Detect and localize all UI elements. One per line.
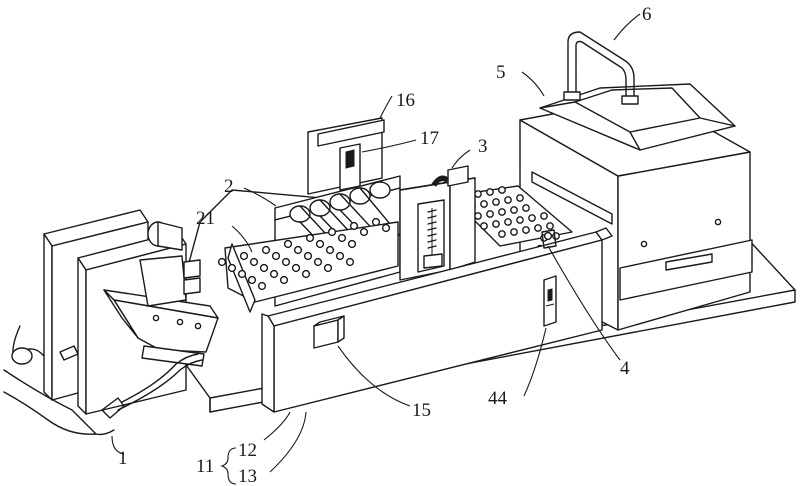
leader-5	[522, 72, 544, 96]
label-21: 21	[196, 208, 215, 229]
leader-13	[270, 412, 306, 472]
label-11: 11	[196, 456, 214, 477]
label-13: 13	[238, 466, 257, 486]
label-17: 17	[420, 128, 439, 149]
label-2: 2	[224, 176, 234, 197]
leader-6	[614, 14, 640, 40]
label-6: 6	[642, 4, 652, 25]
label-1: 1	[118, 448, 128, 469]
label-15: 15	[412, 400, 431, 421]
label-16: 16	[396, 90, 415, 111]
label-44: 44	[488, 388, 508, 409]
label-12: 12	[238, 440, 257, 461]
leader-3	[452, 150, 470, 168]
leader-12	[264, 412, 290, 440]
label-5: 5	[496, 62, 506, 83]
brace-11	[222, 448, 236, 484]
feed-frame-1	[4, 210, 218, 435]
leader-16	[380, 96, 392, 118]
lift-assembly-3	[400, 166, 475, 280]
label-4: 4	[620, 358, 630, 379]
label-3: 3	[478, 136, 488, 157]
